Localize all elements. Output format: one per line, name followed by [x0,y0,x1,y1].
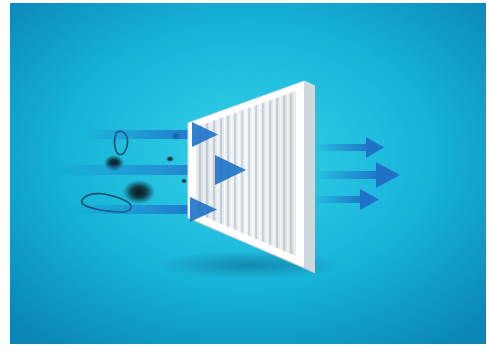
dust-particle-icon [181,179,187,184]
dust-particle-icon [123,180,155,204]
air-filter-scene [10,3,486,344]
air-filter-illustration [10,3,486,344]
filter-shadow [155,251,345,279]
dust-particle-icon [166,156,174,162]
